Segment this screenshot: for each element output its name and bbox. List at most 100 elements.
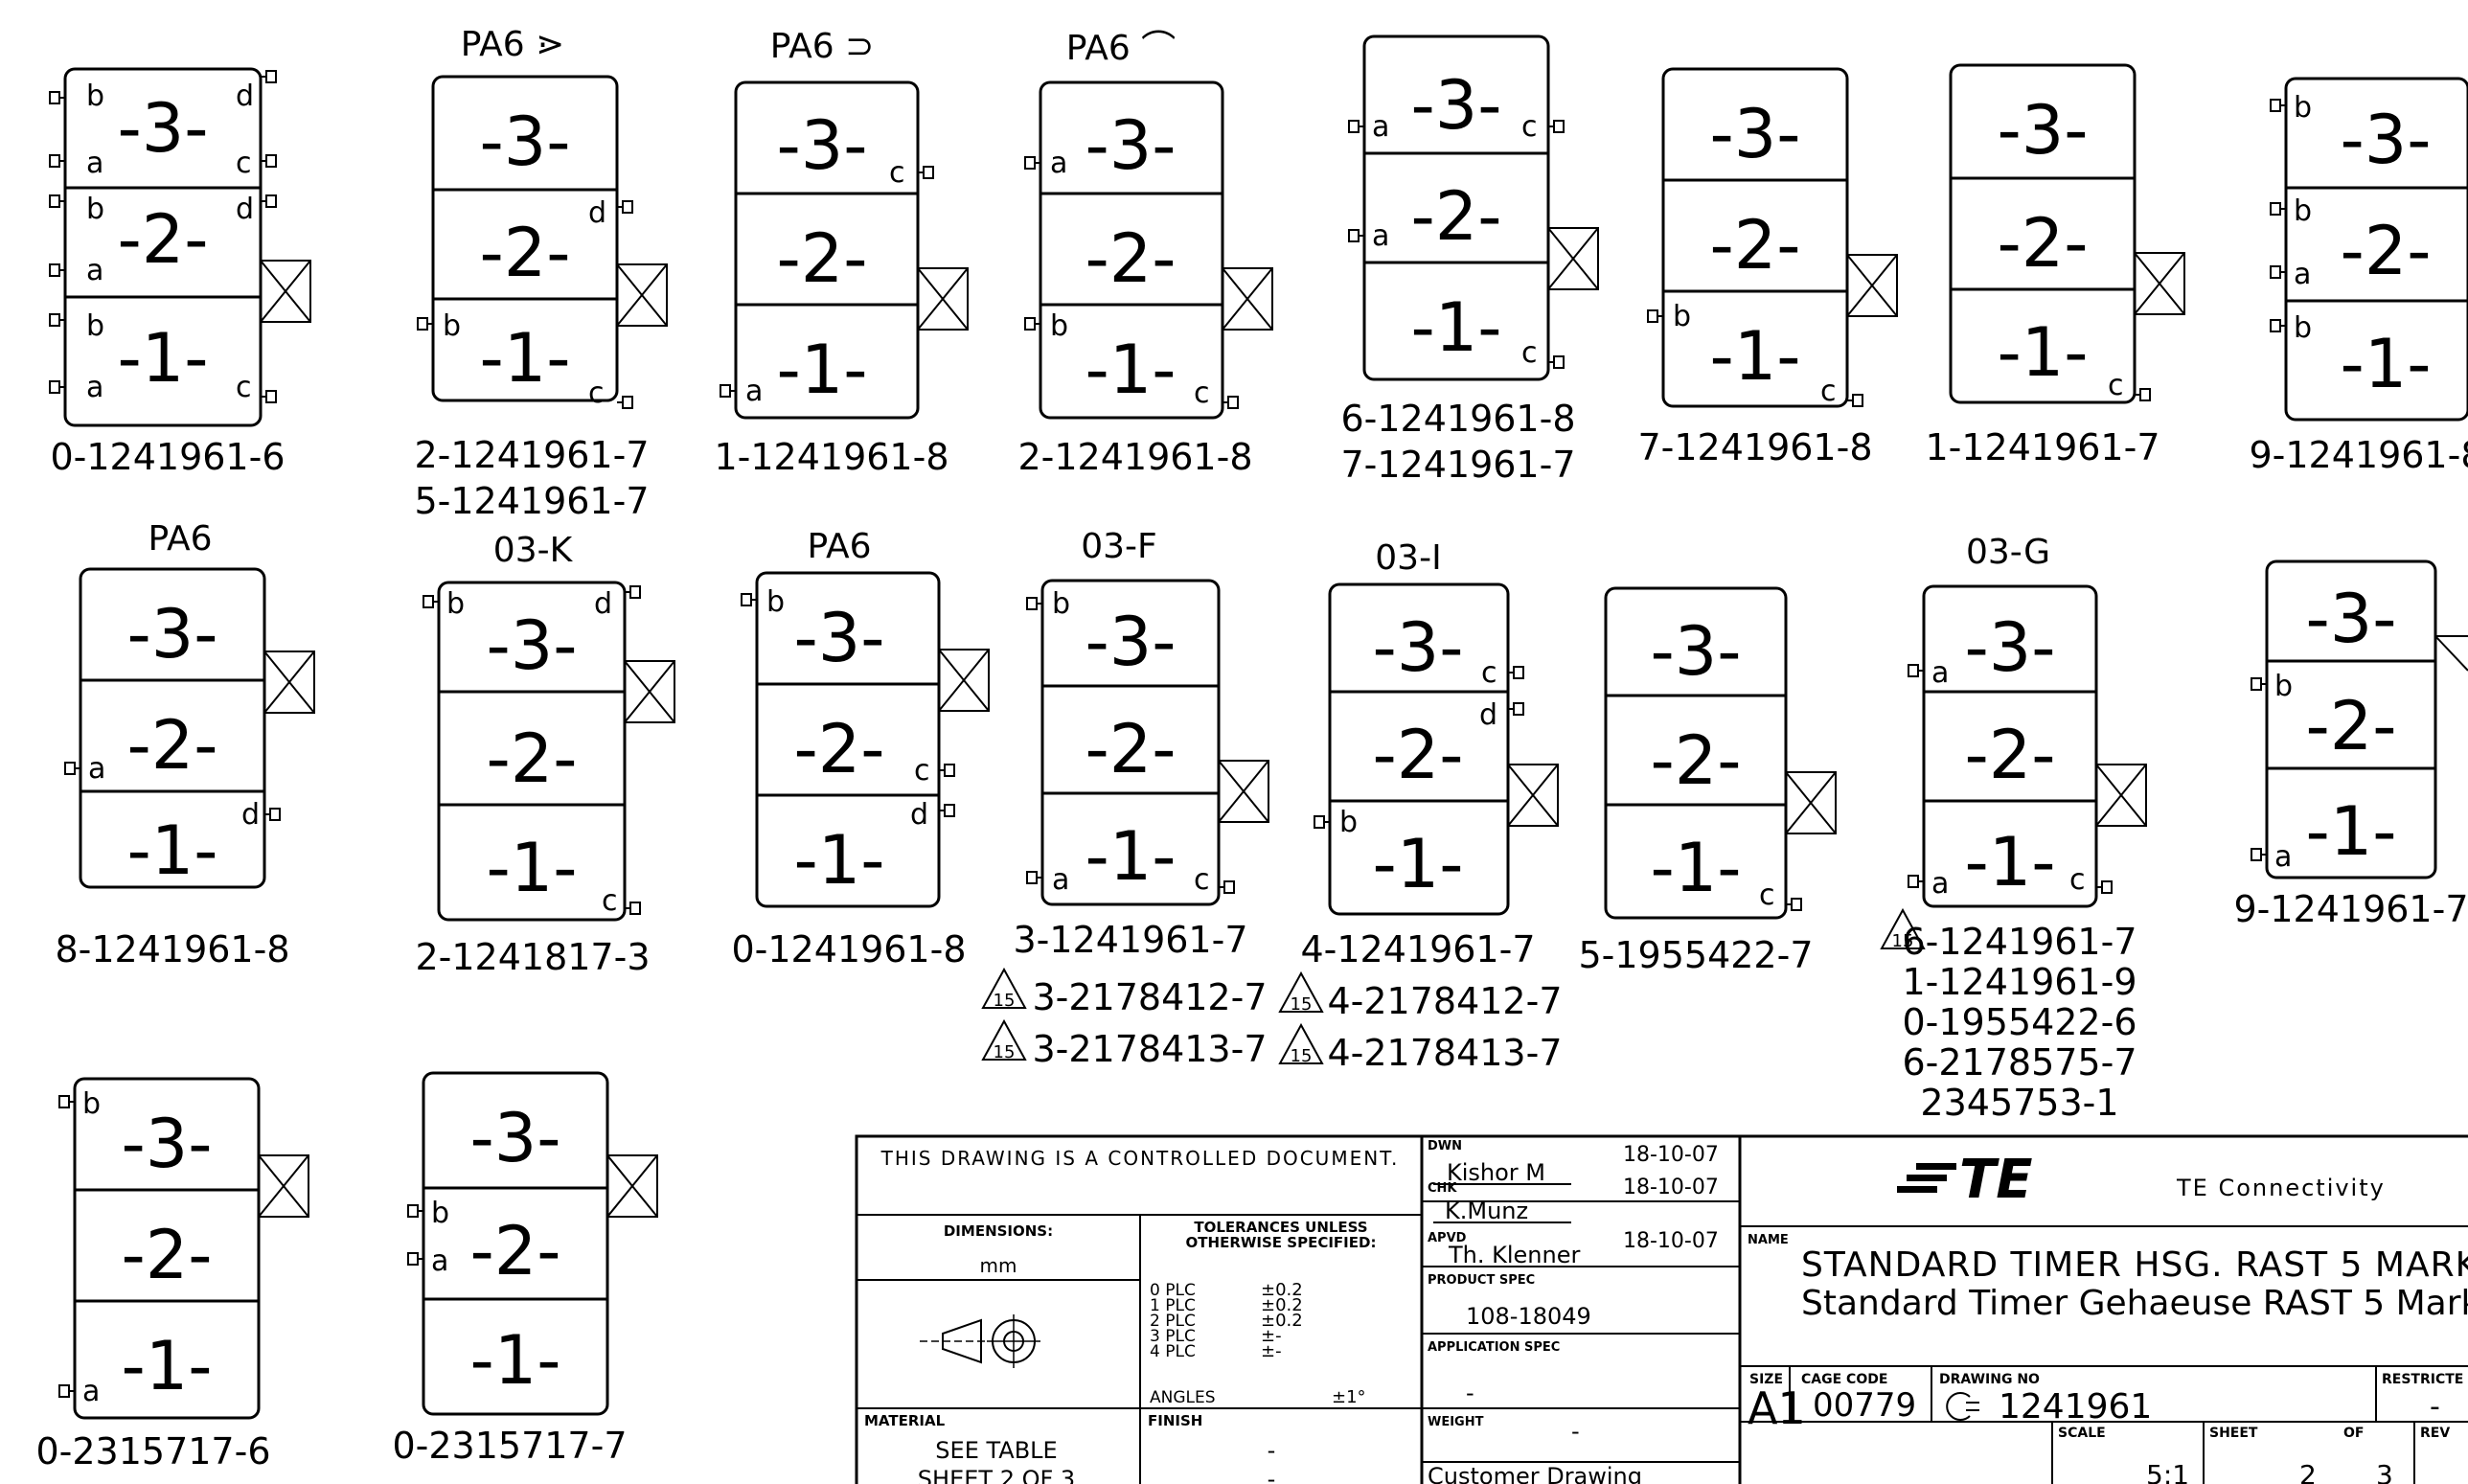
- svg-text:a: a: [1931, 867, 1949, 901]
- svg-text:RESTRICTE: RESTRICTE: [2382, 1372, 2463, 1387]
- svg-text:c: c: [1759, 879, 1775, 912]
- svg-text:-3-: -3-: [776, 106, 867, 185]
- company-name: TE Connectivity: [2176, 1175, 2386, 1201]
- svg-text:b: b: [86, 309, 104, 343]
- svg-text:-2-: -2-: [1650, 721, 1741, 800]
- material-header: 03-I: [1375, 538, 1441, 578]
- svg-text:4 PLC: 4 PLC: [1150, 1342, 1196, 1361]
- svg-text:b: b: [86, 80, 104, 113]
- svg-text:PRODUCT SPEC: PRODUCT SPEC: [1428, 1273, 1535, 1288]
- svg-text:b: b: [2294, 194, 2312, 228]
- component-c15: 03-G -3- -2- -1- a a c 15 6-1241961-7 1-…: [1881, 533, 2147, 1124]
- svg-text:18-10-07: 18-10-07: [1623, 1229, 1719, 1253]
- svg-text:NAME: NAME: [1748, 1233, 1789, 1247]
- svg-text:-2-: -2-: [2340, 212, 2431, 290]
- svg-text:ANGLES: ANGLES: [1150, 1388, 1216, 1407]
- svg-text:b: b: [1050, 309, 1068, 343]
- svg-text:9-1241961-8: 9-1241961-8: [2249, 434, 2468, 476]
- svg-text:-2-: -2-: [126, 706, 217, 785]
- material-header: 03-K: [493, 531, 574, 570]
- svg-text:c: c: [2108, 369, 2124, 402]
- component-c16: -3- -2- -1- b a 9-1241961-7: [2233, 559, 2468, 930]
- material-header: PA6 ⌒: [1066, 29, 1176, 68]
- position-2: -2-: [117, 200, 208, 279]
- svg-text:±0.2: ±0.2: [1261, 1280, 1303, 1300]
- svg-text:DWN: DWN: [1428, 1139, 1462, 1153]
- svg-text:7-1241961-8: 7-1241961-8: [1637, 426, 1872, 468]
- svg-text:3: 3: [2376, 1459, 2393, 1484]
- svg-text:-1-: -1-: [121, 1327, 212, 1405]
- svg-text:CHK: CHK: [1428, 1181, 1457, 1196]
- svg-text:-1-: -1-: [1964, 823, 2055, 902]
- svg-text:SHEET 2 OF 3: SHEET 2 OF 3: [918, 1466, 1075, 1484]
- svg-text:±0.2: ±0.2: [1261, 1311, 1303, 1331]
- controlled-document-note: THIS DRAWING IS A CONTROLLED DOCUMENT.: [880, 1147, 1400, 1170]
- svg-text:5-1241961-7: 5-1241961-7: [414, 480, 649, 522]
- component-c18: -3- -2- -1- b a 0-2315717-7: [392, 1071, 658, 1467]
- svg-text:-2-: -2-: [776, 219, 867, 298]
- component-c10: 03-K -3- -2- -1- b d c 2-1241817-3: [415, 531, 675, 978]
- svg-text:-2-: -2-: [1997, 204, 2088, 283]
- svg-text:d: d: [910, 798, 928, 832]
- svg-text:b: b: [1052, 587, 1070, 621]
- svg-text:00779: 00779: [1813, 1386, 1916, 1425]
- svg-text:±-: ±-: [1261, 1341, 1282, 1361]
- svg-text:-3-: -3-: [121, 1105, 212, 1183]
- material-header: PA6 ⋗: [461, 25, 565, 64]
- component-c8: -3- -2- -1- b b a b 9-1241961-8: [2249, 77, 2468, 476]
- svg-text:MATERIAL: MATERIAL: [864, 1412, 946, 1429]
- svg-text:SEE TABLE: SEE TABLE: [935, 1437, 1057, 1464]
- svg-text:-1-: -1-: [479, 319, 570, 398]
- svg-text:-: -: [1571, 1418, 1580, 1445]
- component-c11: PA6 -3- -2- -1- b c d 0-1241961-8: [731, 527, 990, 970]
- svg-text:b: b: [766, 585, 785, 619]
- svg-text:-3-: -3-: [1085, 106, 1176, 185]
- svg-text:-3-: -3-: [126, 595, 217, 674]
- svg-text:Th. Klenner: Th. Klenner: [1448, 1242, 1580, 1268]
- svg-text:APVD: APVD: [1428, 1231, 1467, 1245]
- svg-text:a: a: [1931, 656, 1949, 690]
- svg-text:c: c: [914, 754, 930, 788]
- svg-text:15: 15: [1892, 931, 1914, 951]
- svg-text:DRAWING NO: DRAWING NO: [1939, 1372, 2040, 1387]
- svg-text:OF: OF: [2343, 1426, 2364, 1441]
- svg-text:-1-: -1-: [1372, 825, 1463, 903]
- svg-text:c: c: [236, 371, 252, 404]
- svg-text:-2-: -2-: [1964, 716, 2055, 794]
- svg-text:REV: REV: [2420, 1426, 2450, 1441]
- svg-text:-3-: -3-: [1410, 66, 1501, 145]
- svg-text:mm: mm: [980, 1254, 1017, 1277]
- svg-text:d: d: [588, 196, 606, 230]
- svg-text:a: a: [2274, 840, 2292, 874]
- svg-text:5-1955422-7: 5-1955422-7: [1578, 934, 1813, 976]
- te-logo: TE: [1897, 1149, 2032, 1211]
- svg-text:CAGE CODE: CAGE CODE: [1801, 1372, 1887, 1387]
- svg-text:0-2315717-7: 0-2315717-7: [392, 1425, 627, 1467]
- svg-text:c: c: [1521, 336, 1538, 370]
- svg-text:5:1: 5:1: [2146, 1459, 2189, 1484]
- svg-text:±0.2: ±0.2: [1261, 1295, 1303, 1315]
- svg-text:-1-: -1-: [2340, 325, 2431, 403]
- svg-text:2-1241817-3: 2-1241817-3: [415, 936, 650, 978]
- svg-text:c: c: [588, 377, 605, 410]
- svg-text:-1-: -1-: [1709, 317, 1800, 396]
- svg-text:b: b: [443, 309, 461, 343]
- material-header: PA6: [149, 519, 213, 559]
- svg-text:4-2178412-7: 4-2178412-7: [1327, 980, 1562, 1022]
- svg-text:a: a: [86, 371, 103, 404]
- projection-symbol: [920, 1314, 1040, 1368]
- svg-text:-: -: [1268, 1466, 1276, 1484]
- svg-text:18-10-07: 18-10-07: [1623, 1176, 1719, 1199]
- sheet-size: A1: [1748, 1382, 1806, 1434]
- svg-text:8-1241961-8: 8-1241961-8: [55, 928, 289, 970]
- svg-text:0-1955422-6: 0-1955422-6: [1902, 1001, 2137, 1043]
- svg-text:-3-: -3-: [1372, 608, 1463, 687]
- svg-text:-2-: -2-: [1085, 710, 1176, 788]
- svg-text:7-1241961-7: 7-1241961-7: [1340, 444, 1575, 486]
- svg-text:d: d: [594, 587, 612, 621]
- svg-text:b: b: [431, 1197, 449, 1230]
- svg-text:-2-: -2-: [793, 710, 884, 788]
- svg-text:a: a: [82, 1375, 100, 1408]
- component-c13: 03-I -3- -2- -1- c d b 4-1241961-7 15 4-…: [1279, 538, 1563, 1074]
- svg-text:-3-: -3-: [1709, 95, 1800, 173]
